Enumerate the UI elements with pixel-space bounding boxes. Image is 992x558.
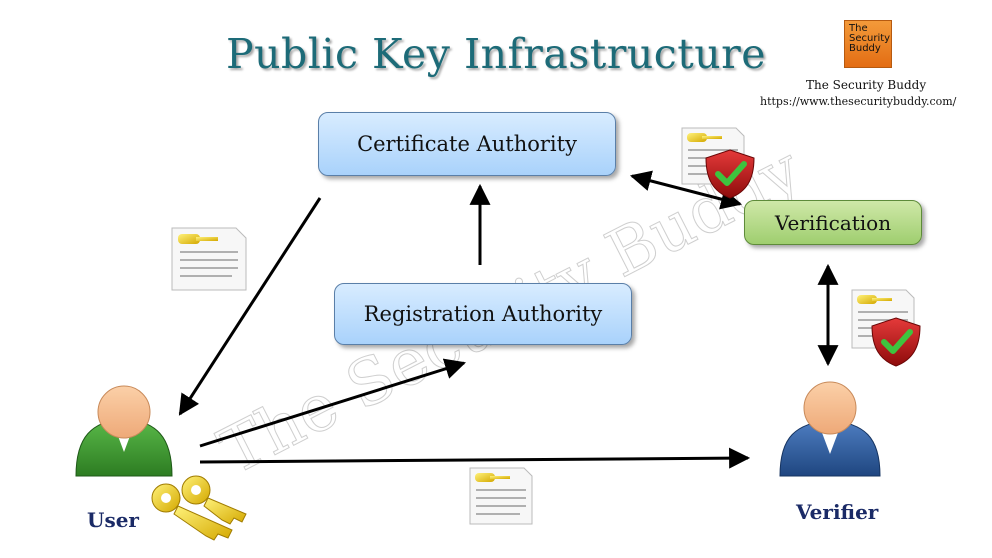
brand-url: https://www.thesecuritybuddy.com/ bbox=[760, 95, 957, 108]
verification-node: Verification bbox=[744, 200, 922, 245]
certificate-authority-node: Certificate Authority bbox=[318, 112, 616, 176]
brand-name: The Security Buddy bbox=[806, 78, 927, 92]
arrow-ca-verification bbox=[629, 170, 743, 210]
arrow-user-to-verifier bbox=[199, 447, 751, 469]
verifier-label: Verifier bbox=[796, 500, 879, 524]
person-icon bbox=[75, 385, 173, 477]
shield-check-icon bbox=[705, 149, 755, 199]
key-icon bbox=[151, 475, 247, 541]
logo-line: The bbox=[849, 23, 868, 34]
shield-check-icon bbox=[871, 317, 921, 367]
registration-authority-node: Registration Authority bbox=[334, 283, 632, 345]
user-label: User bbox=[87, 508, 139, 532]
person-icon bbox=[779, 381, 881, 477]
page-title: Public Key Infrastructure bbox=[226, 30, 766, 78]
logo-line: Security bbox=[849, 33, 891, 44]
arrow-user-to-ra bbox=[199, 358, 467, 448]
brand-logo: The Security Buddy bbox=[844, 20, 892, 68]
arrow-ca-to-user bbox=[178, 197, 322, 416]
certificate-icon bbox=[171, 227, 247, 291]
certificate-icon bbox=[469, 467, 533, 525]
logo-line: Buddy bbox=[849, 43, 881, 54]
